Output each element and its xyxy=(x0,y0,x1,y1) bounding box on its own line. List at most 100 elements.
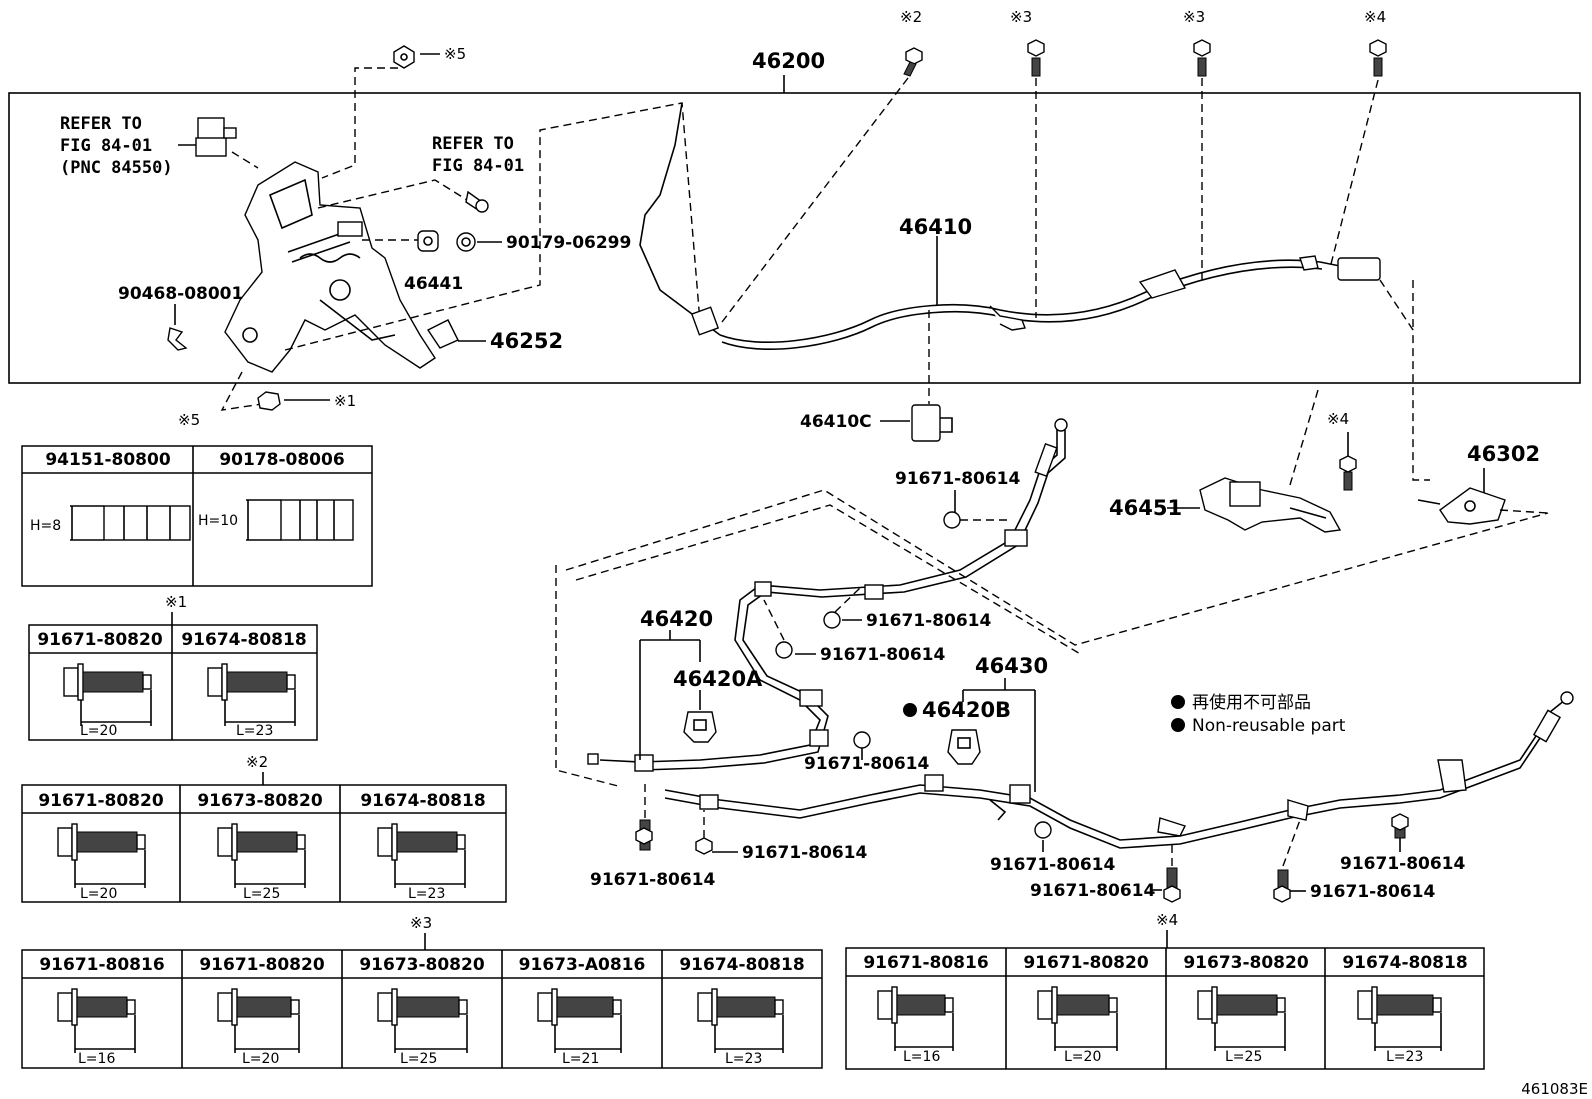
mark-m1-left: ※1 xyxy=(334,392,356,410)
t1-dim-1: L=23 xyxy=(236,723,273,739)
bolt-91671-80614-5[interactable]: 91671-80614 xyxy=(590,780,716,890)
t2-dim-1: L=25 xyxy=(243,886,280,902)
clamp-46410C[interactable] xyxy=(911,404,953,442)
group-mark-2: ※2 xyxy=(246,753,268,771)
rear-cable-46420[interactable] xyxy=(587,418,1068,772)
bolt-91671-80614-4[interactable]: 91671-80614 xyxy=(804,731,930,774)
bolt-pictogram xyxy=(1357,986,1442,1051)
bolt-pictogram xyxy=(63,663,152,726)
bushing-46441[interactable] xyxy=(417,230,439,252)
adjuster-46302[interactable] xyxy=(1417,487,1506,525)
rear-cable-46430[interactable] xyxy=(664,691,1574,849)
t3-dim-2: L=25 xyxy=(400,1051,437,1067)
callout-b5[interactable]: 91671-80614 xyxy=(590,870,716,890)
bolt-91671-80614-6[interactable]: 91671-80614 xyxy=(695,810,868,863)
t3-part-2[interactable]: 91673-80820 xyxy=(359,955,485,975)
bolt-91671-80614-7[interactable]: 91671-80614 xyxy=(990,821,1116,875)
t2-part-0[interactable]: 91671-80820 xyxy=(38,791,164,811)
t3-dim-4: L=23 xyxy=(725,1051,762,1067)
bolt-91671-80614-1[interactable]: 91671-80614 xyxy=(895,469,1021,529)
refer-note-mid-line2[interactable]: FIG 84-01 xyxy=(432,156,524,176)
callout-46441[interactable]: 46441 xyxy=(404,274,463,294)
bolt-m3-top-a xyxy=(1027,39,1045,77)
t3-part-3[interactable]: 91673-A0816 xyxy=(519,955,646,975)
bolt-91671-80614-8[interactable]: 91671-80614 xyxy=(1030,842,1181,903)
callout-b6[interactable]: 91671-80614 xyxy=(742,843,868,863)
t3-part-0[interactable]: 91671-80816 xyxy=(39,955,164,975)
bolt-m3-top-b xyxy=(1193,39,1211,77)
callout-46420[interactable]: 46420 xyxy=(640,607,713,631)
t3-part-1[interactable]: 91671-80820 xyxy=(199,955,325,975)
nut-m1-lower xyxy=(257,391,281,411)
group-mark-5: ※5 xyxy=(178,411,200,429)
callout-46420A[interactable]: 46420A xyxy=(673,667,763,691)
callout-b4[interactable]: 91671-80614 xyxy=(804,754,930,774)
callout-b7[interactable]: 91671-80614 xyxy=(990,855,1116,875)
clamp-46420B[interactable] xyxy=(947,729,981,765)
refer-note-left-line1: REFER TO xyxy=(60,114,142,134)
t4-part-1[interactable]: 91671-80820 xyxy=(1023,953,1149,973)
t3-part-4[interactable]: 91674-80818 xyxy=(679,955,804,975)
mark-m3-top-a: ※3 xyxy=(1010,8,1032,26)
nut-90179-06299[interactable] xyxy=(456,232,476,252)
callout-90468-08001[interactable]: 90468-08001 xyxy=(118,284,243,304)
bolt-pictogram xyxy=(697,988,784,1053)
bolt-91671-80614-3[interactable]: 91671-80614 xyxy=(763,599,946,665)
t4-part-3[interactable]: 91674-80818 xyxy=(1342,953,1467,973)
callout-b8[interactable]: 91671-80614 xyxy=(1030,881,1156,901)
clamp-46420A[interactable] xyxy=(683,711,717,743)
refer-note-mid-line1: REFER TO xyxy=(432,134,514,154)
callout-46451[interactable]: 46451 xyxy=(1109,496,1182,520)
front-cable-46410[interactable] xyxy=(639,102,1381,350)
callout-b3[interactable]: 91671-80614 xyxy=(820,645,946,665)
callout-46252[interactable]: 46252 xyxy=(490,329,563,353)
nut-m5-top xyxy=(393,45,415,69)
callout-46420B[interactable]: 46420B xyxy=(922,698,1011,722)
t1-part-1[interactable]: 91674-80818 xyxy=(181,630,306,650)
t2-part-2[interactable]: 91674-80818 xyxy=(360,791,485,811)
callout-46410[interactable]: 46410 xyxy=(899,215,972,239)
figure-id: 461083E xyxy=(1521,1080,1588,1098)
bolt-pictogram xyxy=(877,986,954,1051)
t4-dim-1: L=20 xyxy=(1064,1049,1101,1065)
clip-90468-08001[interactable] xyxy=(167,327,188,351)
t5-part-0[interactable]: 94151-80800 xyxy=(45,450,171,470)
mark-m4-top: ※4 xyxy=(1364,8,1386,26)
spec-table-bolt-drawings xyxy=(57,663,1442,1053)
cover-46252[interactable] xyxy=(426,319,459,349)
spec-table-m5: 94151-80800 90178-08006 H=8 H=10 xyxy=(21,445,373,587)
mark-m3-top-b: ※3 xyxy=(1183,8,1205,26)
bolt-91671-80614-10[interactable]: 91671-80614 xyxy=(1340,813,1466,874)
callout-b10[interactable]: 91671-80614 xyxy=(1340,854,1466,874)
callout-b2[interactable]: 91671-80614 xyxy=(866,611,992,631)
parking-switch-part xyxy=(195,117,237,157)
callout-90179-06299[interactable]: 90179-06299 xyxy=(506,233,631,253)
bolt-pictogram xyxy=(537,988,622,1053)
refer-note-left-line2[interactable]: FIG 84-01 xyxy=(60,136,152,156)
bolt-refer-mid xyxy=(465,190,489,213)
assembly-46200-frame xyxy=(8,92,1581,384)
t5-part-1[interactable]: 90178-08006 xyxy=(219,450,344,470)
bolt-91671-80614-2[interactable]: 91671-80614 xyxy=(823,587,992,631)
callout-46200[interactable]: 46200 xyxy=(752,49,825,73)
bolt-m4-top xyxy=(1369,39,1387,77)
t1-part-0[interactable]: 91671-80820 xyxy=(37,630,163,650)
bolt-pictogram xyxy=(217,988,300,1053)
bolt-pictogram xyxy=(217,823,306,888)
callout-46302[interactable]: 46302 xyxy=(1467,442,1540,466)
equalizer-46451[interactable] xyxy=(1199,477,1342,533)
callout-b1[interactable]: 91671-80614 xyxy=(895,469,1021,489)
group-mark-4: ※4 xyxy=(1156,911,1178,929)
parking-brake-pedal-assembly[interactable] xyxy=(224,161,436,373)
t1-dim-0: L=20 xyxy=(80,723,117,739)
legend-text-jp: 再使用不可部品 xyxy=(1192,692,1311,713)
callout-46410C[interactable]: 46410C xyxy=(800,412,872,432)
spec-table-m2: 91671-80820 91673-80820 91674-80818 L=20… xyxy=(21,784,507,903)
callout-46430[interactable]: 46430 xyxy=(975,654,1048,678)
t4-part-2[interactable]: 91673-80820 xyxy=(1183,953,1309,973)
t4-dim-0: L=16 xyxy=(903,1049,940,1065)
callout-b9[interactable]: 91671-80614 xyxy=(1310,882,1436,902)
t4-part-0[interactable]: 91671-80816 xyxy=(863,953,988,973)
t2-part-1[interactable]: 91673-80820 xyxy=(197,791,323,811)
bolt-91671-80614-9[interactable]: 91671-80614 xyxy=(1273,819,1436,903)
